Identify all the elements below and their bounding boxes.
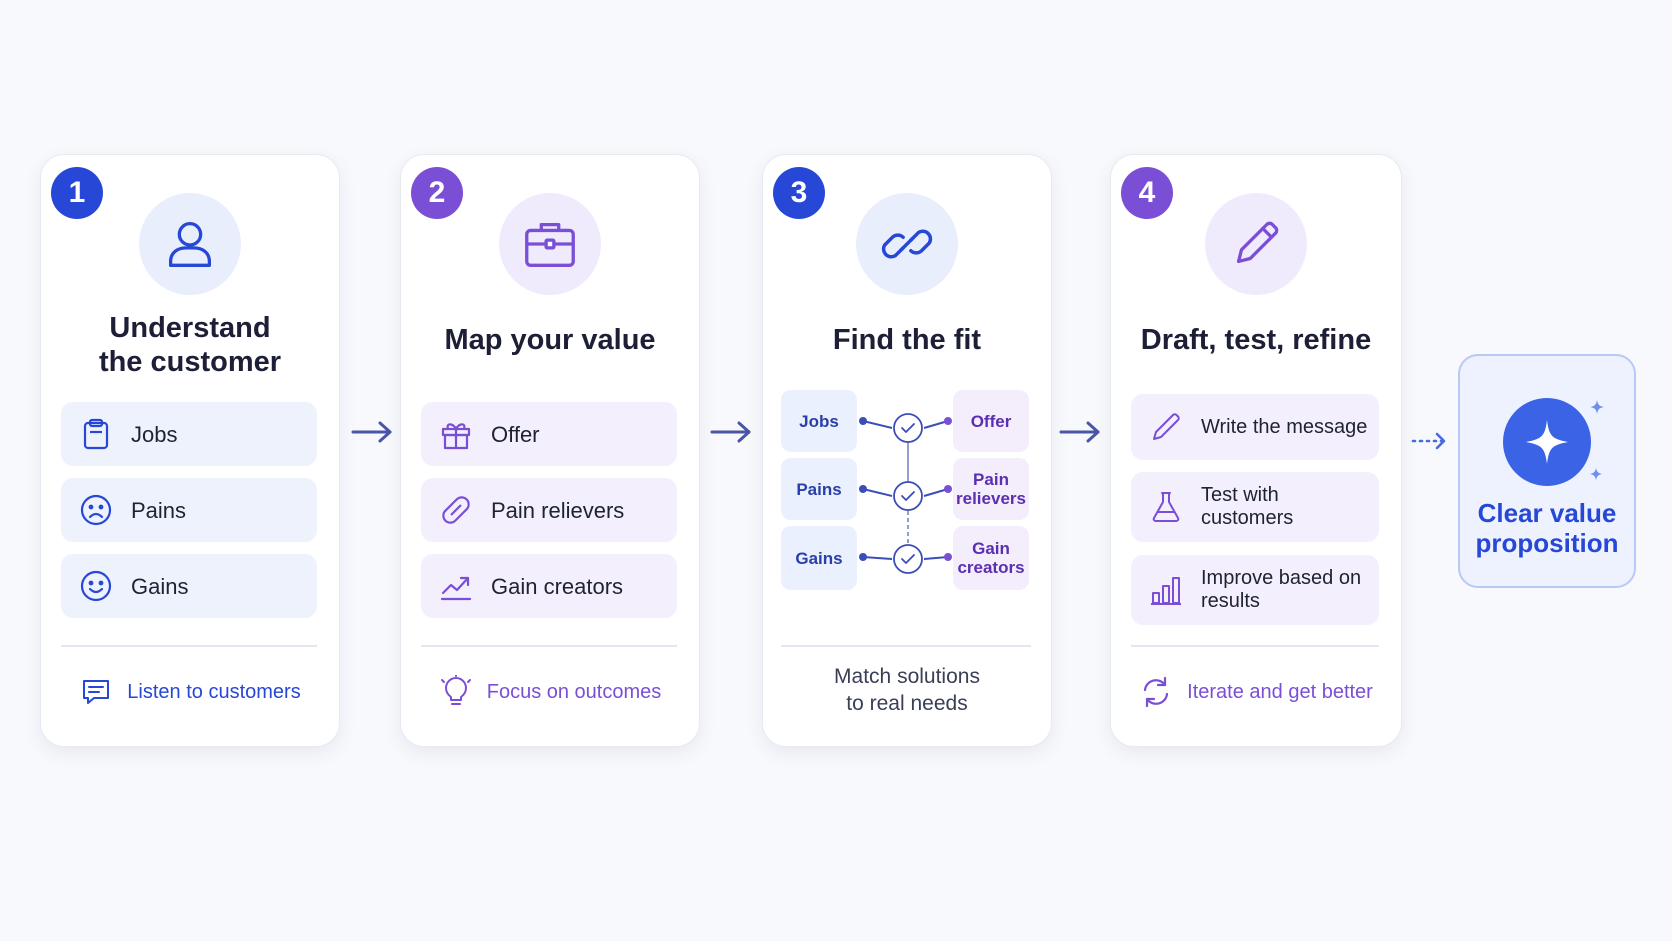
footer-label: Focus on outcomes	[486, 680, 662, 703]
divider	[421, 645, 677, 647]
item-label: Pains	[131, 497, 187, 523]
link-icon	[856, 193, 958, 295]
step-title: Find the fit	[832, 324, 982, 356]
item-label-line: Improve based on	[1201, 567, 1362, 589]
fit-item-label: Offer	[970, 411, 1012, 431]
list-item-improve-results: Improve based on results	[1131, 555, 1379, 625]
list-item-pain-relievers: Pain relievers	[421, 478, 677, 542]
item-label: Improve based on results	[1201, 567, 1361, 613]
item-label: Test with customers	[1201, 484, 1293, 530]
step-title: Understand the customer	[41, 311, 339, 379]
step-title-line: Understand	[109, 312, 271, 344]
list-item-offer: Offer	[421, 402, 677, 466]
footer-label: Iterate and get better	[1187, 680, 1373, 703]
step-card-4: 4 Draft, test, refine Write the message …	[1110, 154, 1402, 747]
step-card-3: 3 Find the fit Jobs	[762, 154, 1052, 747]
step-title: Draft, test, refine	[1140, 324, 1372, 356]
step-number-badge: 2	[411, 167, 463, 219]
item-label-line: results	[1201, 590, 1260, 612]
pencil-icon	[1149, 410, 1183, 444]
step-number-badge: 1	[51, 167, 103, 219]
flask-icon	[1149, 490, 1183, 524]
arrow-right-icon	[351, 421, 392, 443]
trending-up-icon	[439, 569, 473, 603]
step-title: Map your value	[444, 324, 656, 356]
item-label-line: customers	[1201, 507, 1294, 529]
item-label: Offer	[491, 421, 540, 447]
list-item-test-customers: Test with customers	[1131, 472, 1379, 542]
briefcase-icon	[499, 193, 601, 295]
user-icon	[139, 193, 241, 295]
step-footer: Focus on outcomes	[401, 674, 699, 709]
step-card-1: 1 Understand the customer Jobs	[40, 154, 340, 747]
fit-item-label: creators	[957, 558, 1025, 577]
step-number-badge: 4	[1121, 167, 1173, 219]
item-label: Gains	[131, 573, 189, 599]
gift-icon	[439, 417, 473, 451]
result-label: Clear value proposition	[1460, 498, 1634, 558]
list-item-gain-creators: Gain creators	[421, 554, 677, 618]
result-card: Clear value proposition	[1458, 354, 1636, 588]
bandage-icon	[439, 493, 473, 527]
step-number-badge: 3	[773, 167, 825, 219]
divider	[781, 645, 1031, 647]
pencil-icon	[1205, 193, 1307, 295]
result-label-line: Clear value	[1477, 498, 1617, 528]
refresh-icon	[1139, 675, 1173, 709]
list-item-write-message: Write the message	[1131, 394, 1379, 460]
fit-item-gains: Gains	[781, 526, 857, 590]
fit-item-gain-creators: Gain creators	[953, 526, 1029, 590]
smile-face-icon	[79, 569, 113, 603]
step-footer: Iterate and get better	[1111, 675, 1401, 709]
bar-chart-icon	[1149, 573, 1183, 607]
sad-face-icon	[79, 493, 113, 527]
sparkle-icon	[1503, 398, 1604, 486]
fit-item-jobs: Jobs	[781, 390, 857, 452]
fit-item-offer: Offer	[953, 390, 1029, 452]
fit-item-label: Pain	[973, 470, 1009, 489]
lightbulb-icon	[439, 674, 473, 709]
arrow-right-icon	[1059, 421, 1100, 443]
list-item-pains: Pains	[61, 478, 317, 542]
fit-item-label: relievers	[956, 489, 1026, 508]
step-footer: Listen to customers	[41, 675, 339, 709]
list-item-jobs: Jobs	[61, 402, 317, 466]
divider	[1131, 645, 1379, 647]
item-label-line: Write the message	[1201, 415, 1368, 438]
fit-item-label: Gain	[972, 539, 1010, 558]
step-footer: Match solutions to real needs	[763, 663, 1051, 717]
item-label: Write the message	[1201, 416, 1367, 439]
divider	[61, 645, 317, 647]
item-label: Gain creators	[491, 573, 624, 599]
footer-label: Listen to customers	[127, 680, 301, 703]
item-label-line: Test with	[1201, 484, 1279, 506]
item-label: Pain relievers	[491, 497, 625, 523]
fit-item-pain-relievers: Pain relievers	[953, 458, 1029, 520]
check-circle-icon	[893, 481, 923, 511]
list-item-gains: Gains	[61, 554, 317, 618]
step-title-line: the customer	[98, 346, 282, 378]
item-label: Jobs	[131, 421, 178, 447]
check-circle-icon	[893, 413, 923, 443]
footer-label: to real needs	[846, 692, 968, 715]
clipboard-icon	[79, 417, 113, 451]
step-card-2: 2 Map your value Offer Pain reliev	[400, 154, 700, 747]
check-circle-icon	[893, 544, 923, 574]
arrow-right-icon	[710, 421, 751, 443]
fit-item-pains: Pains	[781, 458, 857, 520]
result-label-line: proposition	[1475, 528, 1619, 558]
chat-icon	[79, 675, 113, 709]
dotted-arrow-right-icon	[1411, 432, 1446, 450]
footer-label: Match solutions	[834, 665, 980, 688]
